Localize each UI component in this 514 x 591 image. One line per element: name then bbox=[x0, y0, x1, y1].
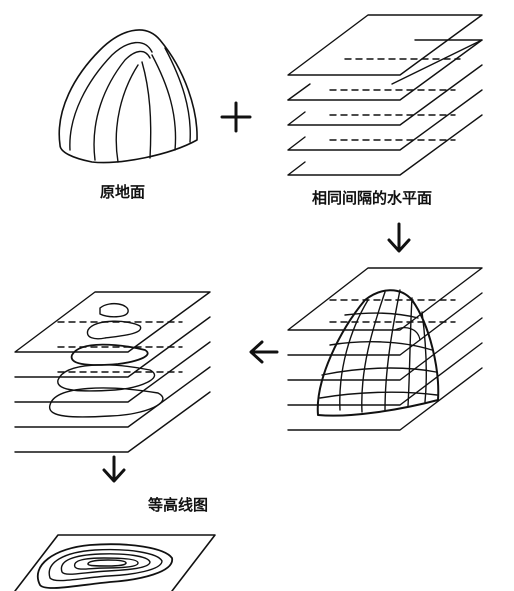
label-original-ground: 原地面 bbox=[100, 183, 146, 201]
arrow-down-icon bbox=[387, 222, 411, 253]
arrow-left-icon bbox=[249, 340, 279, 364]
planes-with-contours bbox=[14, 291, 211, 453]
planes-with-mountain bbox=[287, 267, 483, 431]
equal-interval-planes bbox=[287, 14, 483, 176]
plus-sign bbox=[220, 101, 252, 133]
contour-map bbox=[14, 534, 216, 591]
arrow-down-icon bbox=[102, 455, 126, 483]
original-ground-mountain bbox=[58, 29, 198, 164]
label-contour-map: 等高线图 bbox=[148, 496, 209, 514]
label-equal-interval-planes: 相同间隔的水平面 bbox=[312, 189, 433, 207]
